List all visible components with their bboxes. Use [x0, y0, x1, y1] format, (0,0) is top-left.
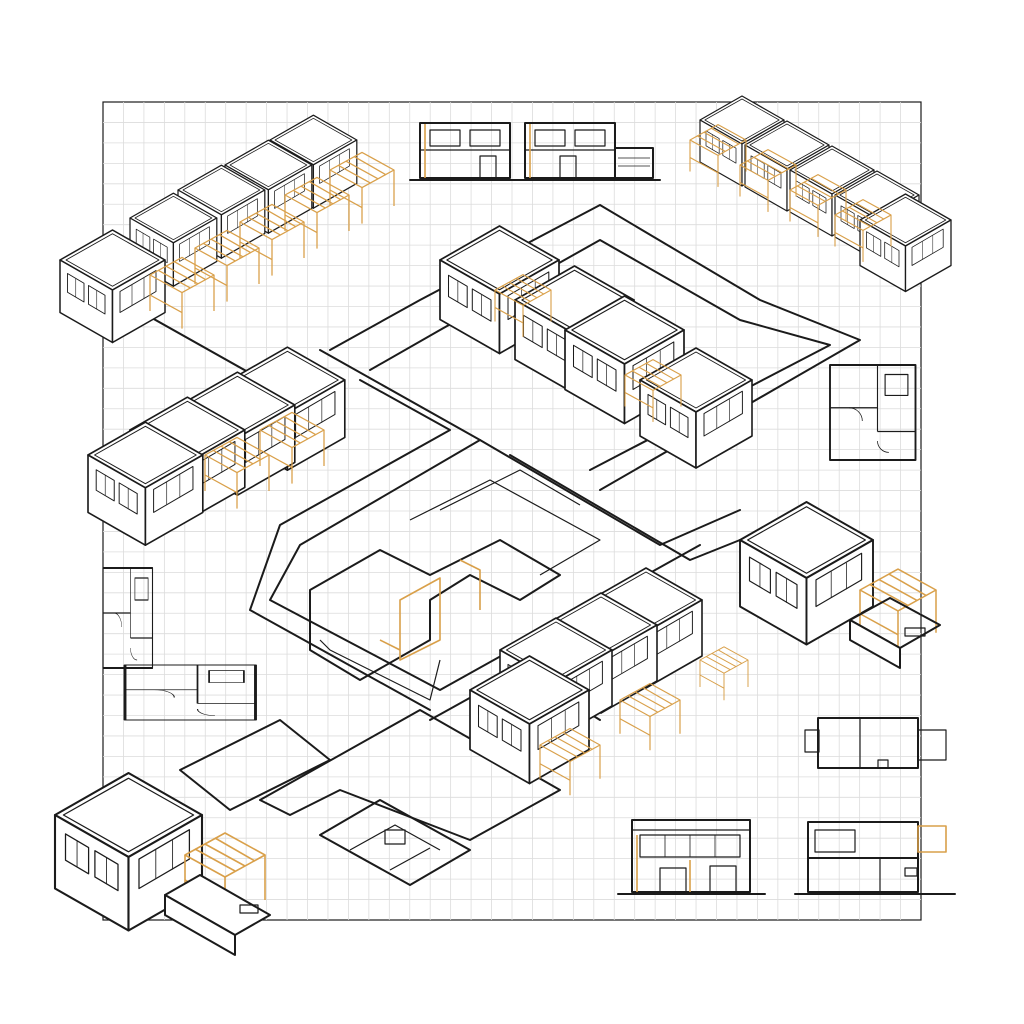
elevation-top-1 [409, 122, 521, 181]
elevation-top-2 [514, 122, 661, 181]
floor-plan-right-lower [804, 717, 947, 769]
house-right-middle [739, 501, 941, 669]
house-bottom-left [53, 771, 271, 956]
central-site-plan [309, 469, 601, 701]
floor-plan-bottom-center [319, 799, 471, 886]
elevation-bottom-1 [617, 819, 766, 895]
section-bottom-2 [794, 821, 956, 895]
